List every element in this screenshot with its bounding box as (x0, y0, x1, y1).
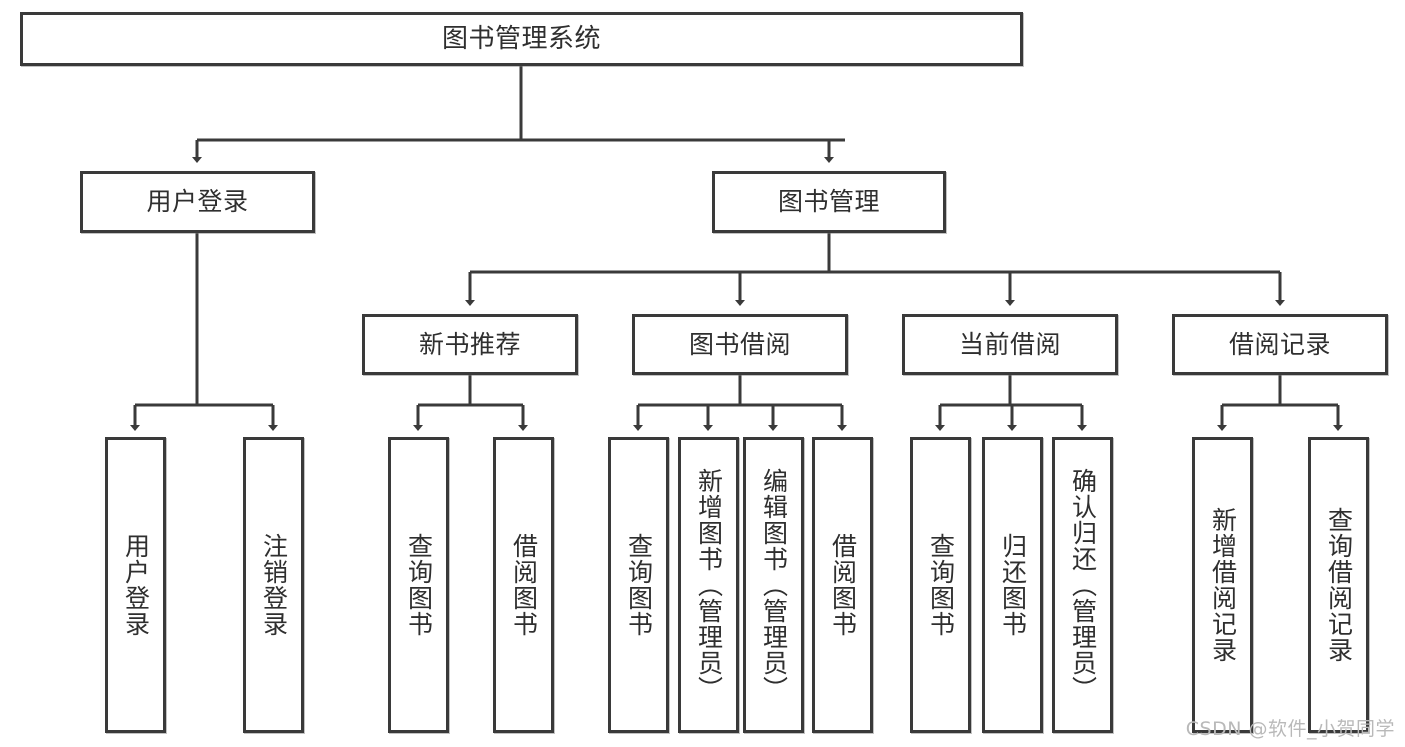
node-current-borrow[interactable]: 当前借阅 (902, 314, 1118, 375)
node-root-label: 图书管理系统 (441, 23, 601, 54)
leaf-current-borrow-query[interactable]: 查询图书 (910, 437, 971, 733)
node-borrow-record-label: 借阅记录 (1228, 329, 1331, 359)
node-user-login[interactable]: 用户登录 (80, 171, 315, 233)
leaf-new-book-borrow[interactable]: 借阅图书 (493, 437, 554, 733)
leaf-user-login-login[interactable]: 用户登录 (105, 437, 166, 733)
node-root[interactable]: 图书管理系统 (20, 12, 1023, 66)
leaf-label: 注销登录 (259, 533, 289, 637)
leaf-book-borrow-edit[interactable]: 编辑图书（管理员） (743, 437, 804, 733)
node-book-borrow-label: 图书借阅 (688, 329, 791, 359)
leaf-label: 借阅图书 (828, 533, 858, 637)
leaf-book-borrow-borrow[interactable]: 借阅图书 (812, 437, 873, 733)
node-book-borrow[interactable]: 图书借阅 (632, 314, 848, 375)
node-user-login-label: 用户登录 (146, 187, 249, 217)
leaf-book-borrow-add[interactable]: 新增图书（管理员） (678, 437, 739, 733)
leaf-borrow-record-query[interactable]: 查询借阅记录 (1308, 437, 1369, 733)
leaf-current-borrow-return[interactable]: 归还图书 (982, 437, 1043, 733)
leaf-current-borrow-confirm[interactable]: 确认归还（管理员） (1052, 437, 1113, 733)
leaf-label: 编辑图书（管理员） (759, 468, 789, 702)
leaf-label: 新增图书（管理员） (694, 468, 724, 702)
leaf-user-login-logout[interactable]: 注销登录 (243, 437, 304, 733)
node-book-management[interactable]: 图书管理 (712, 171, 946, 233)
leaf-new-book-query[interactable]: 查询图书 (388, 437, 449, 733)
node-book-management-label: 图书管理 (777, 187, 880, 217)
leaf-label: 新增借阅记录 (1208, 507, 1238, 663)
node-borrow-record[interactable]: 借阅记录 (1172, 314, 1388, 375)
leaf-borrow-record-add[interactable]: 新增借阅记录 (1192, 437, 1253, 733)
leaf-label: 查询图书 (624, 533, 654, 637)
leaf-label: 查询图书 (404, 533, 434, 637)
leaf-label: 借阅图书 (509, 533, 539, 637)
watermark: CSDN @软件_小贺同学 (1185, 718, 1395, 740)
leaf-label: 查询借阅记录 (1324, 507, 1354, 663)
leaf-label: 确认归还（管理员） (1068, 468, 1098, 702)
leaf-label: 查询图书 (926, 533, 956, 637)
leaf-book-borrow-query[interactable]: 查询图书 (608, 437, 669, 733)
leaf-label: 归还图书 (998, 533, 1028, 637)
leaf-label: 用户登录 (121, 533, 151, 637)
node-new-book-recommend-label: 新书推荐 (418, 329, 521, 359)
node-current-borrow-label: 当前借阅 (958, 329, 1061, 359)
node-new-book-recommend[interactable]: 新书推荐 (362, 314, 578, 375)
